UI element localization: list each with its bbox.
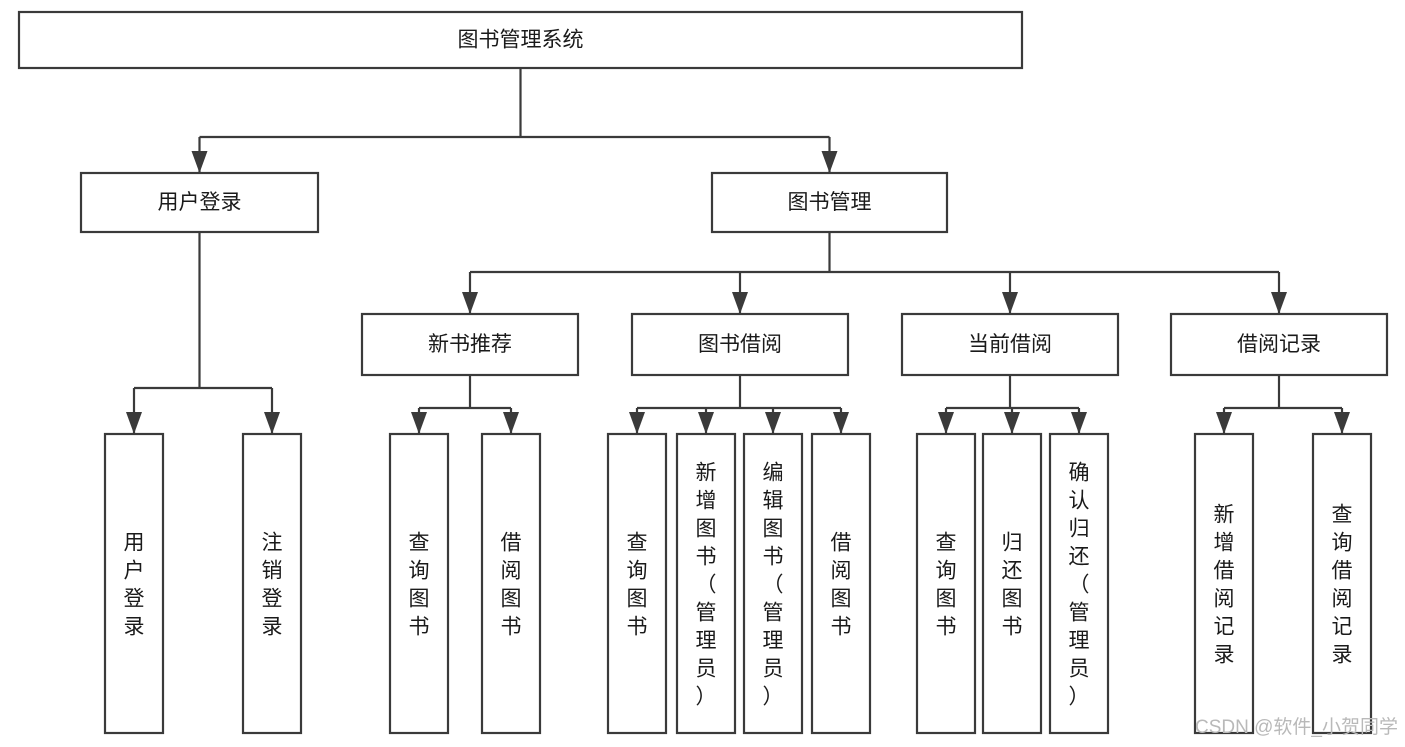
arrow-head-icon	[765, 412, 781, 434]
arrow-head-icon	[1004, 412, 1020, 434]
node-add-record[interactable]: 新增借阅记录	[1193, 432, 1255, 735]
node-box-new-book-rec[interactable]	[360, 312, 580, 377]
node-label-add-book: 新增图书（管理员）	[696, 461, 717, 708]
node-query-record[interactable]: 查询借阅记录	[1311, 432, 1373, 735]
node-box-q-book-1[interactable]	[388, 432, 450, 735]
node-label-query-record: 查询借阅记录	[1332, 503, 1353, 666]
arrow-head-icon	[1271, 292, 1287, 314]
node-user-logout-leaf[interactable]: 注销登录	[241, 432, 303, 735]
node-label-new-book-rec: 新书推荐	[428, 333, 512, 356]
node-box-q-book-2[interactable]	[606, 432, 668, 735]
node-label-user-logout-leaf: 注销登录	[262, 531, 283, 638]
node-box-current-borrow[interactable]	[900, 312, 1120, 377]
node-box-edit-book[interactable]	[742, 432, 804, 735]
node-box-add-record[interactable]	[1193, 432, 1255, 735]
arrow-head-icon	[462, 292, 478, 314]
arrow-head-icon	[264, 412, 280, 434]
node-label-confirm-return: 确认归还（管理员）	[1069, 461, 1090, 708]
node-box-q-book-3[interactable]	[915, 432, 977, 735]
arrow-head-icon	[821, 151, 838, 173]
node-edit-book[interactable]: 编辑图书（管理员）	[742, 432, 804, 735]
arrow-head-icon	[126, 412, 142, 434]
node-box-b-book-1[interactable]	[480, 432, 542, 735]
node-label-book-borrow: 图书借阅	[698, 333, 782, 356]
node-q-book-2[interactable]: 查询图书	[606, 432, 668, 735]
node-root[interactable]: 图书管理系统	[17, 10, 1024, 70]
node-label-user-login-leaf: 用户登录	[124, 531, 145, 638]
arrow-head-icon	[1002, 292, 1018, 314]
arrow-head-icon	[938, 412, 954, 434]
node-box-query-record[interactable]	[1311, 432, 1373, 735]
node-book-borrow[interactable]: 图书借阅	[630, 312, 850, 377]
arrow-head-icon	[1334, 412, 1350, 434]
node-label-b-book-1: 借阅图书	[501, 531, 522, 638]
node-label-add-record: 新增借阅记录	[1214, 503, 1235, 666]
node-label-q-book-1: 查询图书	[409, 531, 430, 638]
node-box-return-book[interactable]	[981, 432, 1043, 735]
node-borrow-record[interactable]: 借阅记录	[1169, 312, 1389, 377]
node-confirm-return[interactable]: 确认归还（管理员）	[1048, 432, 1110, 735]
node-new-book-rec[interactable]: 新书推荐	[360, 312, 580, 377]
node-user-login-leaf[interactable]: 用户登录	[103, 432, 165, 735]
node-label-edit-book: 编辑图书（管理员）	[763, 461, 784, 708]
arrow-head-icon	[503, 412, 519, 434]
node-b-book-2[interactable]: 借阅图书	[810, 432, 872, 735]
node-box-confirm-return[interactable]	[1048, 432, 1110, 735]
node-box-book-borrow[interactable]	[630, 312, 850, 377]
node-label-borrow-record: 借阅记录	[1237, 333, 1321, 356]
arrow-head-icon	[732, 292, 748, 314]
node-box-b-book-2[interactable]	[810, 432, 872, 735]
node-label-q-book-3: 查询图书	[936, 531, 957, 638]
arrow-head-icon	[1071, 412, 1087, 434]
node-label-q-book-2: 查询图书	[627, 531, 648, 638]
node-user-login[interactable]: 用户登录	[79, 171, 320, 234]
arrow-head-icon	[698, 412, 714, 434]
nodes-layer: 图书管理系统用户登录图书管理新书推荐图书借阅当前借阅借阅记录用户登录注销登录查询…	[17, 10, 1389, 735]
node-label-return-book: 归还图书	[1002, 531, 1023, 638]
connectors-layer	[126, 68, 1350, 434]
node-return-book[interactable]: 归还图书	[981, 432, 1043, 735]
node-b-book-1[interactable]: 借阅图书	[480, 432, 542, 735]
csdn-watermark: CSDN @软件_小贺同学	[1195, 716, 1398, 738]
node-box-book-management[interactable]	[710, 171, 949, 234]
node-label-root: 图书管理系统	[458, 29, 584, 52]
arrow-head-icon	[411, 412, 427, 434]
node-q-book-1[interactable]: 查询图书	[388, 432, 450, 735]
node-label-book-management: 图书管理	[788, 191, 872, 214]
node-box-user-login-leaf[interactable]	[103, 432, 165, 735]
arrow-head-icon	[833, 412, 849, 434]
node-label-b-book-2: 借阅图书	[831, 531, 852, 638]
node-box-add-book[interactable]	[675, 432, 737, 735]
arrow-head-icon	[191, 151, 208, 173]
node-book-management[interactable]: 图书管理	[710, 171, 949, 234]
node-box-borrow-record[interactable]	[1169, 312, 1389, 377]
node-box-user-login[interactable]	[79, 171, 320, 234]
node-q-book-3[interactable]: 查询图书	[915, 432, 977, 735]
node-add-book[interactable]: 新增图书（管理员）	[675, 432, 737, 735]
arrow-head-icon	[629, 412, 645, 434]
node-box-user-logout-leaf[interactable]	[241, 432, 303, 735]
arrow-head-icon	[1216, 412, 1232, 434]
node-current-borrow[interactable]: 当前借阅	[900, 312, 1120, 377]
node-label-user-login: 用户登录	[158, 191, 242, 214]
node-box-root[interactable]	[17, 10, 1024, 70]
node-label-current-borrow: 当前借阅	[968, 333, 1052, 356]
